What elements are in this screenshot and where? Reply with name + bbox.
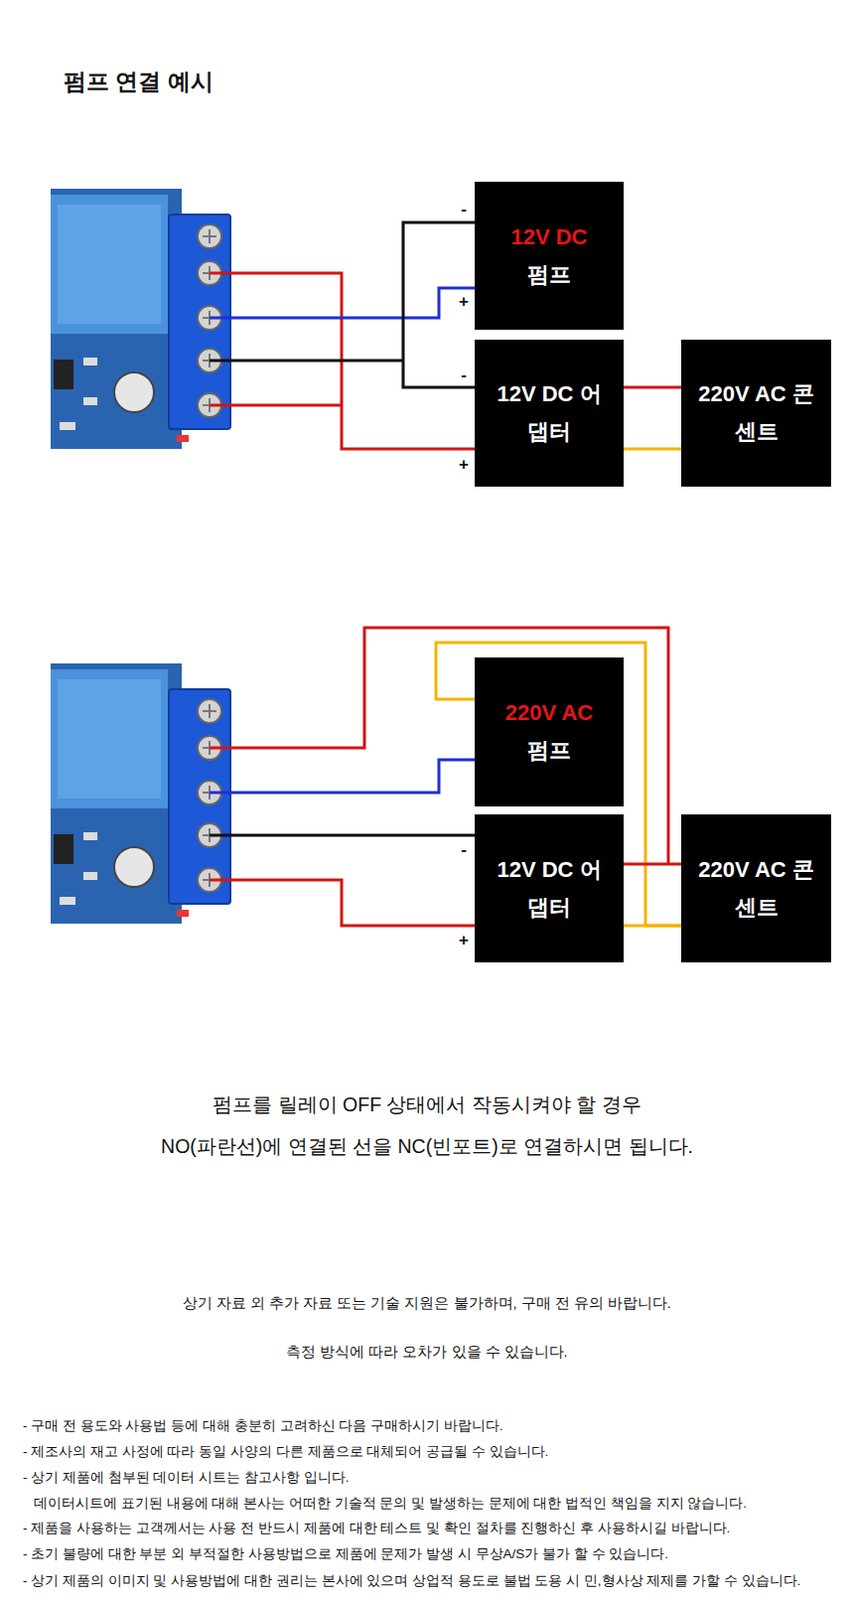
polarity-mark: - <box>458 365 469 386</box>
polarity-mark: - <box>458 199 469 220</box>
wire-black <box>209 834 475 838</box>
wire-connector <box>623 862 682 866</box>
device-box: 12V DC펌프 <box>474 181 624 330</box>
device-label: 펌프 <box>527 731 571 770</box>
relay-module <box>50 663 231 924</box>
device-box: 12V DC 어댑터 <box>474 814 624 963</box>
note-text: 데이터시트에 표기된 내용에 대해 본사는 어떠한 기술적 문의 및 발생하는 … <box>33 1495 747 1512</box>
wire-connector <box>623 447 682 451</box>
polarity-mark: - <box>458 840 469 860</box>
note-text: - 제품을 사용하는 고객께서는 사용 전 반드시 제품에 대한 테스트 및 확… <box>22 1520 730 1537</box>
wire-connector <box>623 924 682 928</box>
device-box: 220V AC펌프 <box>474 657 624 807</box>
note-text: - 초기 불량에 대한 부분 외 부적절한 사용방법으로 제품에 문제가 발생 … <box>22 1546 669 1563</box>
device-label: 220V AC 콘센트 <box>696 851 818 927</box>
wire-blue <box>209 759 475 793</box>
note-text: NO(파란선)에 연결된 선을 NC(빈포트)로 연결하시면 됩니다. <box>160 1135 694 1158</box>
device-label: 12V DC <box>510 218 587 257</box>
note-text: 측정 방식에 따라 오차가 있을 수 있습니다. <box>285 1343 568 1361</box>
device-box: 12V DC 어댑터 <box>474 339 624 487</box>
wire-blue <box>209 287 475 318</box>
polarity-mark: + <box>456 291 471 312</box>
note-text: 상기 자료 외 추가 자료 또는 기술 지원은 불가하며, 구매 전 유의 바랍… <box>182 1294 671 1312</box>
wire-connector <box>623 386 682 390</box>
device-box: 220V AC 콘센트 <box>681 814 832 963</box>
relay-module <box>50 188 231 449</box>
wire-red <box>209 273 475 449</box>
note-text: - 상기 제품의 이미지 및 사용방법에 대한 권리는 본사에 있으며 상업적 … <box>22 1572 801 1589</box>
device-label: 220V AC 콘센트 <box>696 375 818 451</box>
wire-black <box>209 359 404 363</box>
note-text: - 상기 제품에 첨부된 데이터 시트는 참고사항 입니다. <box>22 1469 350 1486</box>
note-text: 펌프를 릴레이 OFF 상태에서 작동시켜야 할 경우 <box>212 1093 642 1117</box>
wire-red <box>209 879 475 926</box>
device-label: 12V DC 어댑터 <box>488 851 610 927</box>
device-label: 펌프 <box>527 256 571 294</box>
note-text: - 제조사의 재고 사정에 따라 동일 사양의 다른 제품으로 대체되어 공급될… <box>22 1443 549 1460</box>
device-label: 12V DC 어댑터 <box>488 375 610 451</box>
device-label: 220V AC <box>505 694 593 732</box>
note-text: - 구매 전 용도와 사용법 등에 대해 충분히 고려하신 다음 구매하시기 바… <box>22 1418 504 1434</box>
polarity-mark: + <box>456 454 471 475</box>
device-box: 220V AC 콘센트 <box>681 339 832 487</box>
polarity-mark: + <box>456 930 471 951</box>
wire-connector <box>403 222 475 388</box>
page-title: 펌프 연결 예시 <box>63 67 214 96</box>
